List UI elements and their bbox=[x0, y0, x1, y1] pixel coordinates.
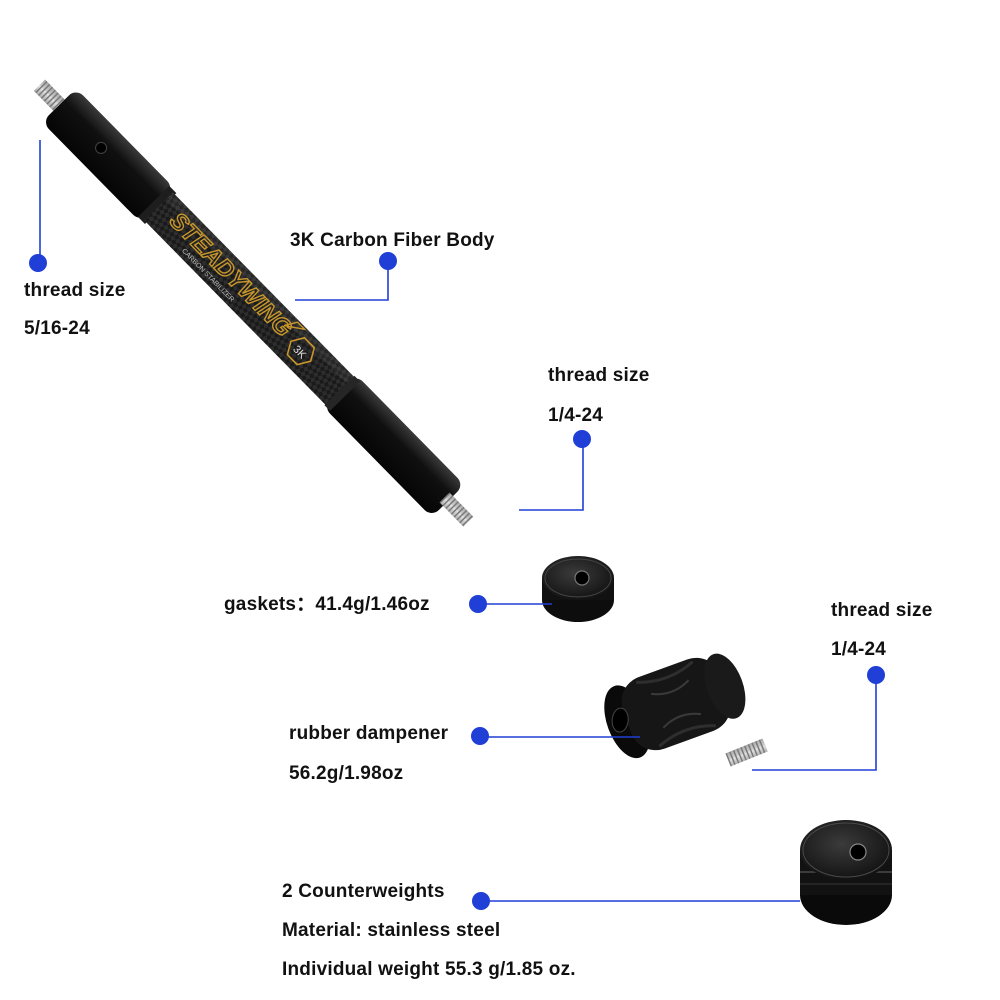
counterweights-weight: Individual weight 55.3 g/1.85 oz. bbox=[282, 959, 576, 980]
thread-right-title: thread size bbox=[831, 600, 933, 621]
thread-stud-right bbox=[439, 492, 474, 527]
callout-line-thread-middle bbox=[519, 440, 584, 511]
gasket-puck bbox=[542, 556, 614, 622]
carbon-body bbox=[144, 192, 357, 408]
callout-line-carbon-body bbox=[295, 262, 389, 301]
carbon-body-title: 3K Carbon Fiber Body bbox=[290, 230, 495, 251]
brand-logo: STEADYWING bbox=[164, 207, 297, 342]
thread-middle-title: thread size bbox=[548, 365, 650, 386]
counterweights-material: Material: stainless steel bbox=[282, 920, 501, 941]
dampener-thread-stud bbox=[725, 738, 768, 767]
callout-line-thread-right bbox=[752, 676, 877, 771]
callout-dot-thread-middle bbox=[573, 430, 591, 448]
front-end-cap bbox=[46, 92, 171, 218]
callout-dot-thread-right bbox=[867, 666, 885, 684]
gaskets-title: gaskets：41.4g/1.46oz bbox=[224, 594, 430, 615]
stabilizer-rod: STEADYWING CARBON STABILIZER 3K bbox=[33, 79, 474, 527]
callout-dot-gaskets bbox=[469, 595, 487, 613]
rear-end-cap bbox=[327, 378, 461, 513]
thread-left-value: 5/16-24 bbox=[24, 318, 90, 339]
dampener-value: 56.2g/1.98oz bbox=[289, 763, 404, 784]
gasket-center-hole bbox=[574, 570, 590, 586]
counterweights-title: 2 Counterweights bbox=[282, 881, 445, 902]
cap-screw-hole bbox=[95, 141, 108, 154]
callout-dot-carbon-body bbox=[379, 252, 397, 270]
counterweight-center-hole bbox=[849, 843, 867, 861]
counterweights bbox=[800, 820, 892, 925]
callout-lines bbox=[39, 140, 877, 902]
thread-right-value: 1/4-24 bbox=[831, 639, 887, 660]
thread-left-title: thread size bbox=[24, 280, 126, 301]
thread-middle-value: 1/4-24 bbox=[548, 405, 604, 426]
callout-dot-counterweights bbox=[472, 892, 490, 910]
rubber-dampener bbox=[604, 653, 746, 759]
callout-dots bbox=[29, 252, 885, 910]
callout-dot-dampener bbox=[471, 727, 489, 745]
dampener-title: rubber dampener bbox=[289, 723, 449, 744]
thread-stud-left bbox=[33, 79, 67, 113]
callout-dot-thread-left bbox=[29, 254, 47, 272]
